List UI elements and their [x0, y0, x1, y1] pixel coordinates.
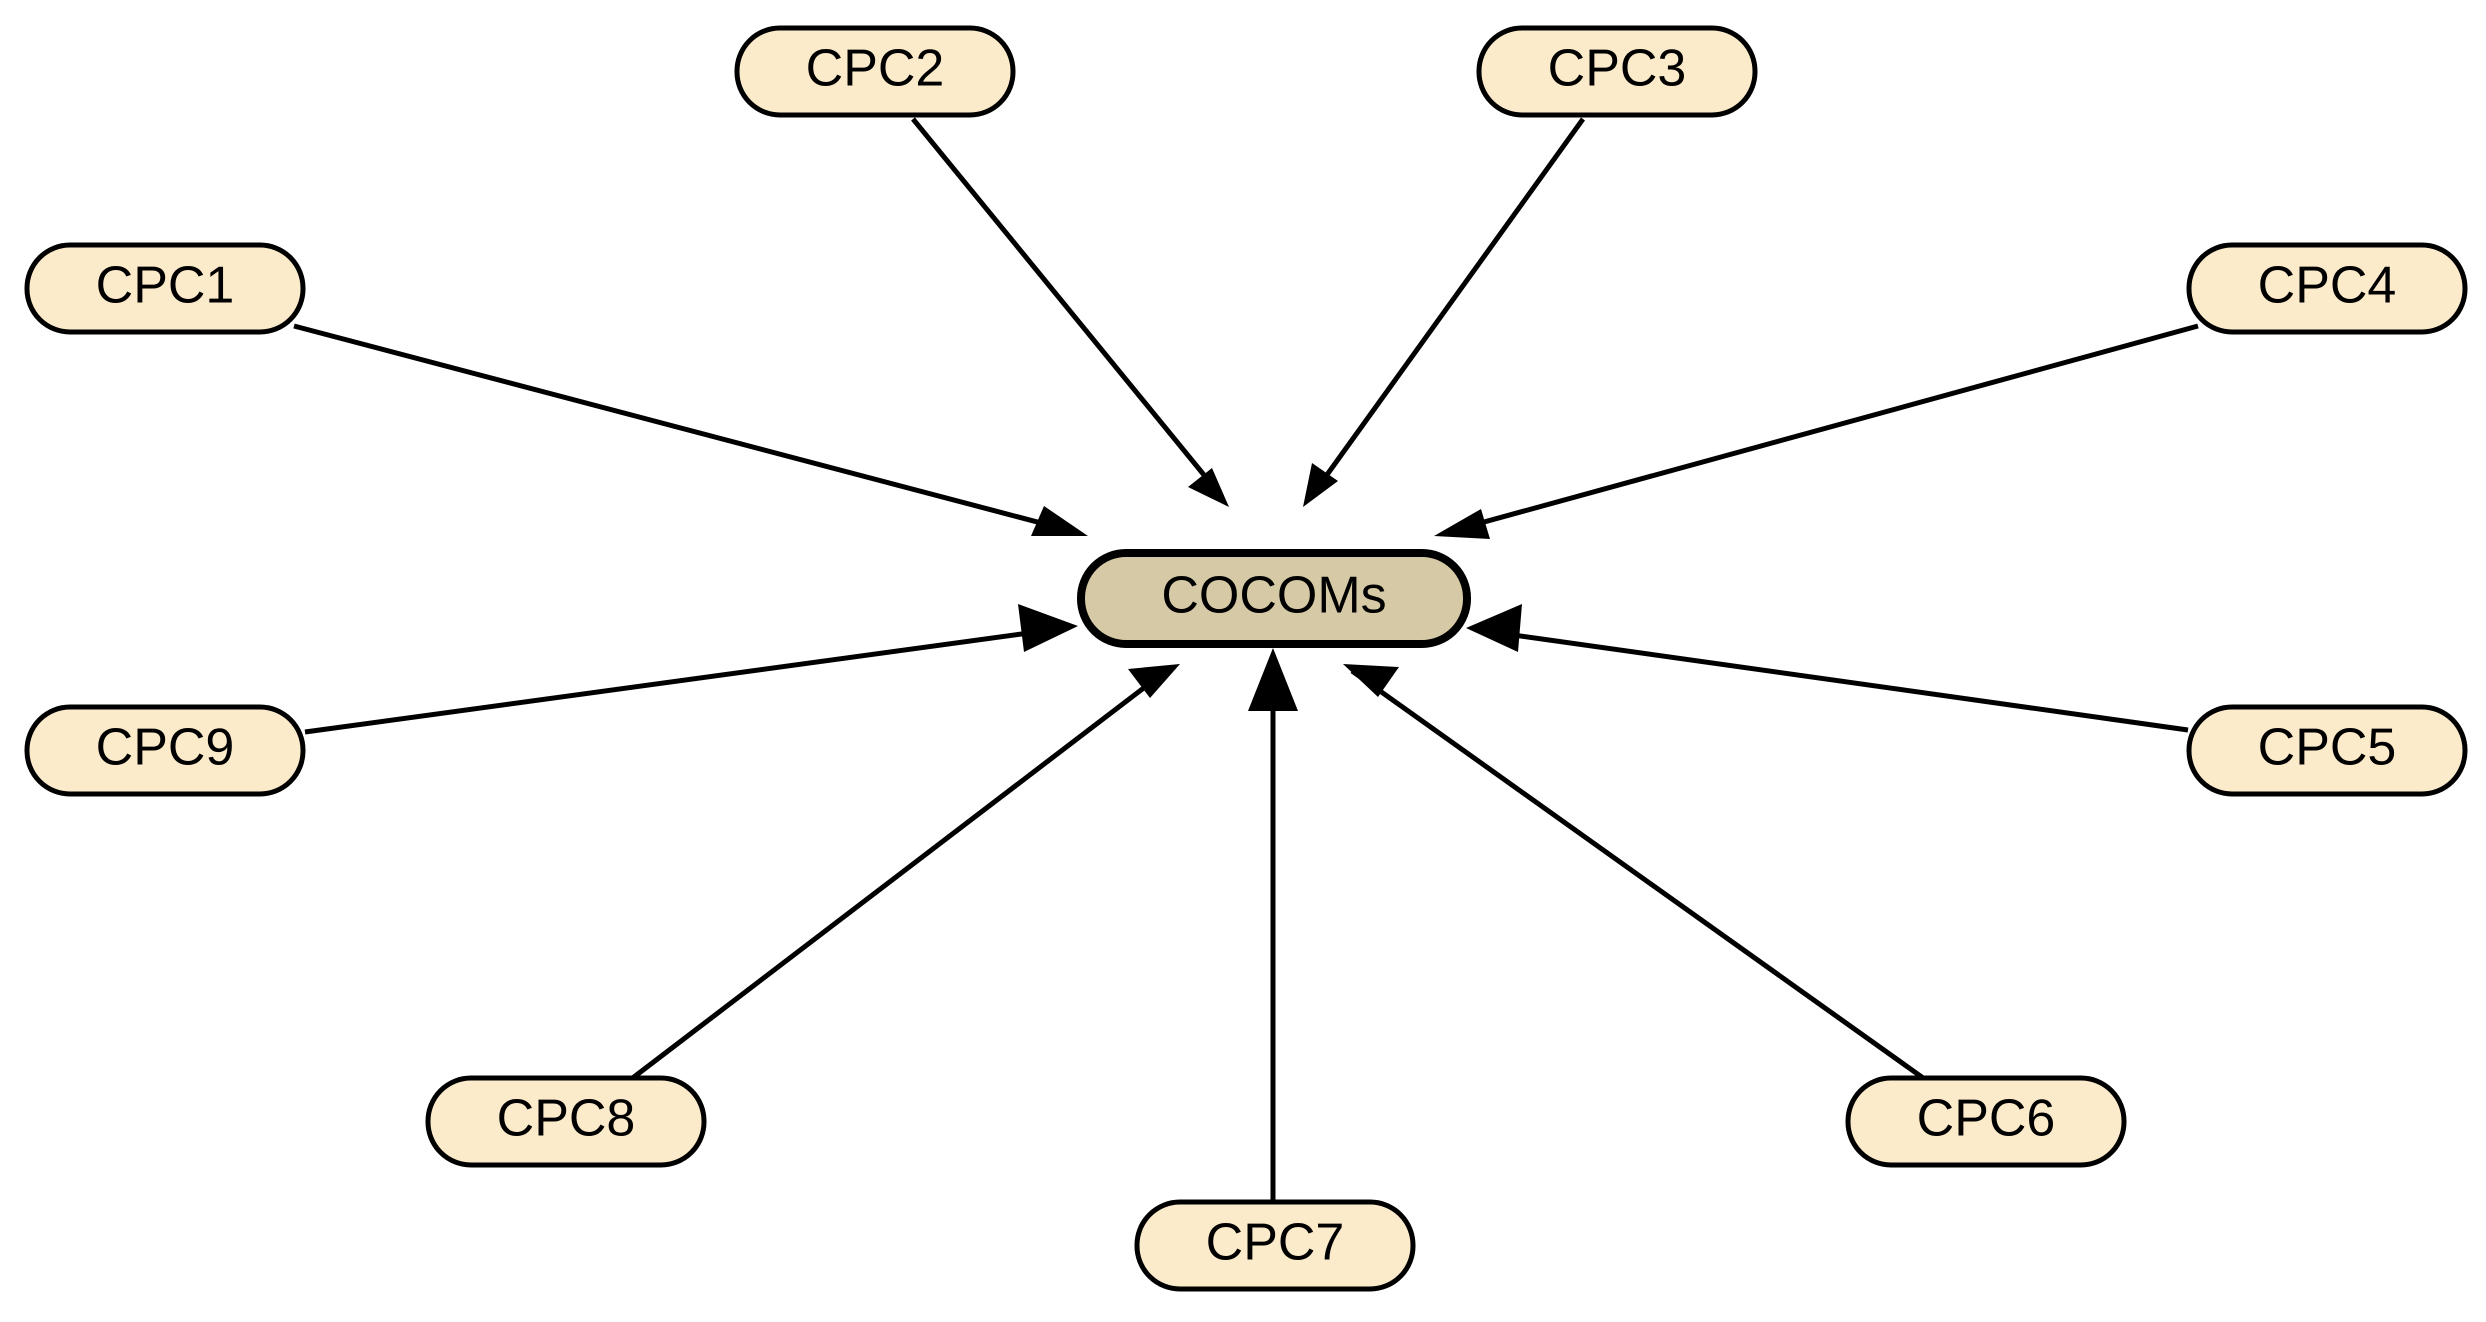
node-cpc5[interactable]: CPC5 — [2186, 704, 2468, 797]
edge-cpc5-to-cocoms — [1477, 627, 2189, 733]
nodes-layer: CPC1 CPC2 CPC3 CPC4 CPC5 CPC6 CPC7 CPC8 — [24, 25, 2468, 1292]
arrowhead-cpc1 — [1031, 506, 1088, 536]
arrowhead-cpc7 — [1248, 648, 1298, 711]
edge-cpc1-to-cocoms — [293, 323, 1080, 536]
edge-cpc3-to-cocoms — [1308, 117, 1586, 499]
arrowhead-cpc6 — [1343, 664, 1399, 697]
node-cpc6-label: CPC6 — [1917, 1090, 2056, 1148]
node-cpc4[interactable]: CPC4 — [2186, 242, 2468, 335]
node-cpc9[interactable]: CPC9 — [24, 704, 306, 797]
node-cpc9-label: CPC9 — [96, 719, 235, 777]
arrowhead-cpc8 — [1128, 664, 1180, 698]
arrowhead-cpc2 — [1188, 468, 1229, 507]
node-cpc1[interactable]: CPC1 — [24, 242, 306, 335]
arrowhead-cpc9 — [1018, 604, 1078, 652]
node-cpc8-label: CPC8 — [497, 1090, 636, 1148]
node-cpc7-label: CPC7 — [1206, 1214, 1345, 1272]
edge-cpc2-to-cocoms — [911, 117, 1224, 499]
node-cpc3-label: CPC3 — [1548, 40, 1687, 98]
arrowhead-cpc5 — [1466, 604, 1522, 652]
arrowhead-cpc3 — [1303, 463, 1338, 507]
edge-cpc4-to-cocoms — [1443, 323, 2199, 536]
node-cpc5-label: CPC5 — [2258, 719, 2397, 777]
node-cpc6[interactable]: CPC6 — [1845, 1075, 2127, 1168]
node-cpc2[interactable]: CPC2 — [734, 25, 1016, 118]
node-cocoms[interactable]: COCOMs — [1077, 549, 1471, 648]
node-cpc2-label: CPC2 — [806, 40, 945, 98]
node-cpc4-label: CPC4 — [2258, 257, 2397, 315]
edge-cpc8-to-cocoms — [628, 669, 1168, 1082]
node-cocoms-label: COCOMs — [1161, 567, 1386, 625]
node-cpc8[interactable]: CPC8 — [425, 1075, 707, 1168]
node-cpc1-label: CPC1 — [96, 257, 235, 315]
edge-cpc6-to-cocoms — [1350, 668, 1928, 1083]
node-cpc3[interactable]: CPC3 — [1476, 25, 1758, 118]
edges-layer — [293, 117, 2199, 1203]
node-cpc7[interactable]: CPC7 — [1134, 1199, 1416, 1292]
arrowhead-cpc4 — [1434, 509, 1490, 539]
edge-cpc9-to-cocoms — [304, 627, 1052, 735]
